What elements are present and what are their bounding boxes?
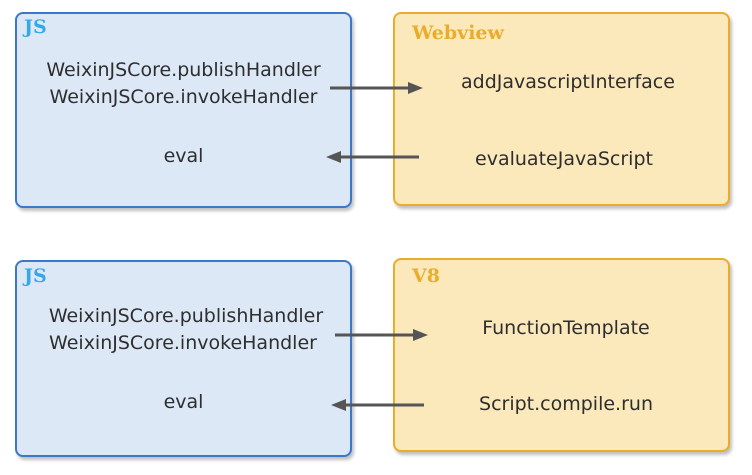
- top-arrow-webview-to-js: [326, 151, 419, 163]
- bottom-js-title: JS: [24, 265, 47, 287]
- bottom-js-box: [15, 260, 352, 457]
- top-arrow-js-to-webview: [330, 82, 423, 94]
- top-js-publish-handler: WeixinJSCore.publishHandler: [46, 59, 321, 81]
- bottom-js-publish-handler: WeixinJSCore.publishHandler: [48, 305, 324, 327]
- bottom-arrow-js-to-v8: [335, 329, 428, 341]
- top-js-eval: eval: [163, 145, 204, 167]
- top-js-invoke-handler: WeixinJSCore.invokeHandler: [49, 86, 318, 108]
- top-js-box: [15, 12, 352, 208]
- top-webview-evaluate-javascript: evaluateJavaScript: [475, 148, 653, 170]
- bottom-arrow-v8-to-js: [331, 399, 424, 411]
- top-webview-title: Webview: [412, 22, 504, 44]
- bottom-js-invoke-handler: WeixinJSCore.invokeHandler: [49, 332, 317, 354]
- bottom-v8-function-template: FunctionTemplate: [482, 317, 650, 339]
- bottom-v8-title: V8: [412, 265, 440, 287]
- bottom-v8-script-compile-run: Script.compile.run: [479, 393, 653, 415]
- bottom-js-eval: eval: [163, 391, 204, 413]
- top-js-title: JS: [24, 16, 47, 38]
- top-webview-add-javascript-interface: addJavascriptInterface: [461, 71, 675, 93]
- top-webview-box: [393, 12, 730, 206]
- bottom-v8-box: [393, 258, 730, 452]
